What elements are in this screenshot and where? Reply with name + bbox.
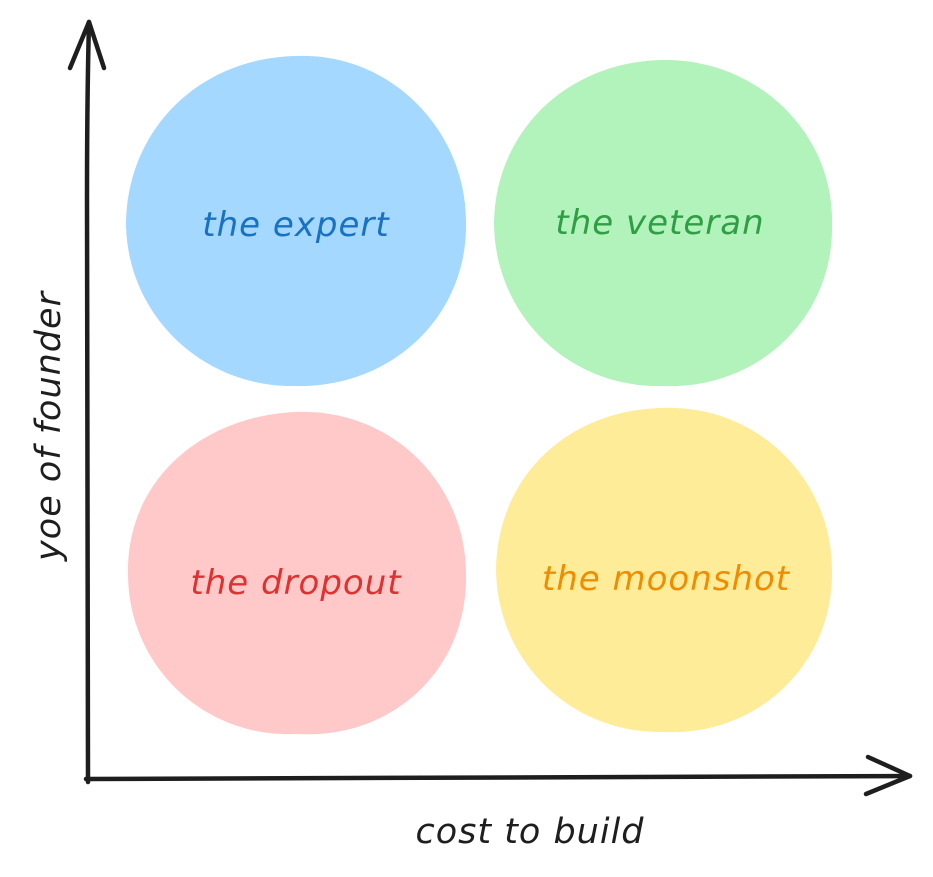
x-axis-label: cost to build (415, 812, 644, 852)
label-expert: the expert (202, 205, 390, 245)
blob-expert (126, 55, 467, 387)
label-moonshot: the moonshot (542, 559, 791, 599)
label-veteran: the veteran (555, 203, 764, 243)
blob-dropout (127, 411, 467, 735)
x-axis-line (83, 773, 913, 782)
blob-moonshot (496, 407, 833, 733)
quadrant-expert: the expert (126, 55, 467, 387)
y-axis-line (84, 19, 92, 785)
x-axis-arrow-icon (863, 754, 913, 797)
quadrant-dropout: the dropout (127, 411, 467, 735)
quadrant-veteran: the veteran (494, 59, 833, 387)
quadrant-moonshot: the moonshot (496, 407, 833, 733)
blob-veteran (494, 59, 833, 387)
y-axis-label: yoe of founder (29, 289, 69, 561)
y-axis-arrow-icon (67, 19, 107, 71)
label-dropout: the dropout (190, 563, 402, 603)
x-axis (83, 754, 913, 797)
y-axis (67, 19, 107, 785)
